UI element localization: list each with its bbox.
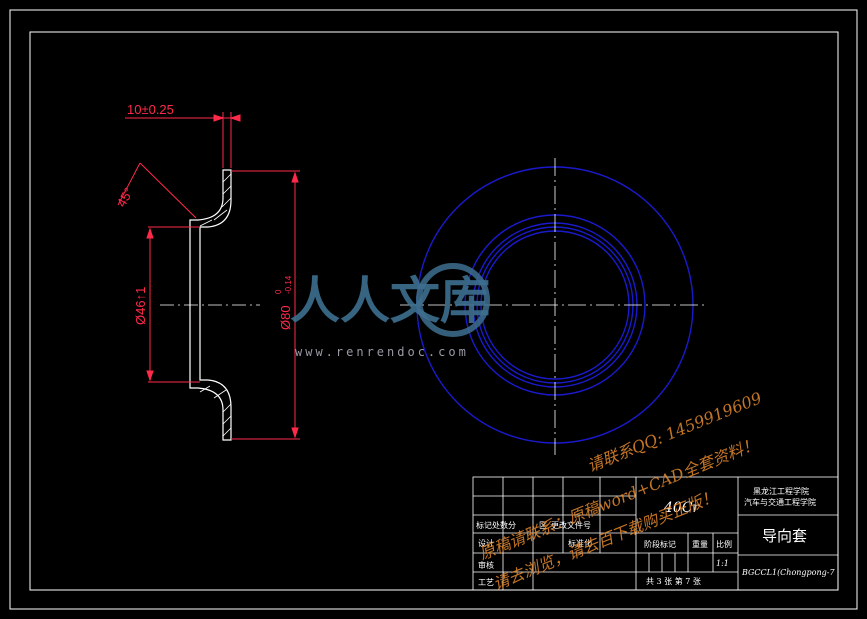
hatch-line xyxy=(213,209,228,221)
outer-border xyxy=(9,9,858,610)
section-view xyxy=(148,169,232,441)
arrow-head xyxy=(291,427,299,439)
side-view-centerlines xyxy=(400,158,708,455)
tb-zone-label: 区 xyxy=(539,521,547,530)
arrow-head xyxy=(146,227,154,239)
tb-standard-label: 标准化 xyxy=(568,538,592,548)
hatch-line xyxy=(222,185,232,195)
tb-file-label: 更改文件号 xyxy=(551,520,591,530)
hatch-line xyxy=(222,173,232,183)
outer-dia-dim-text: Ø80 xyxy=(278,305,293,330)
inner-dia-dim-text: Ø46↑1 xyxy=(133,287,148,325)
tb-scale-label: 比例 xyxy=(716,539,732,549)
dimension-lines xyxy=(117,112,300,440)
tb-design-label: 设计 xyxy=(478,538,494,548)
tb-process-label: 工艺 xyxy=(478,578,494,587)
outer-dia-tol-upper: 0 xyxy=(274,289,283,294)
chamfer-leader xyxy=(139,162,197,219)
title-block-frame xyxy=(472,476,839,591)
thickness-dim-text: 10±0.25 xyxy=(127,102,174,117)
hatch-line xyxy=(222,403,232,413)
tb-part-name: 导向套 xyxy=(762,527,807,545)
tb-school-line1: 黑龙江工程学院 xyxy=(753,486,809,496)
tb-scale-value: 1:1 xyxy=(716,559,729,568)
watermark-url: www.renrendoc.com xyxy=(295,345,469,359)
profile-outline xyxy=(189,169,232,441)
hatch-line xyxy=(222,427,232,437)
hatch-line xyxy=(199,385,211,393)
hatch-line xyxy=(199,219,213,227)
tb-mark-label: 标记处数分 xyxy=(476,520,516,530)
outer-dia-tol-lower: -0.14 xyxy=(284,275,293,294)
arrow-head xyxy=(146,370,154,382)
hatch-line xyxy=(222,415,232,425)
section-hatching xyxy=(199,173,232,437)
title-block xyxy=(472,476,839,591)
inner-border xyxy=(29,31,839,591)
watermark-logo-text: 人人文库 xyxy=(290,272,490,330)
sheet-frame xyxy=(9,9,858,610)
tb-sheet-info: 共 3 张 第 7 张 xyxy=(646,576,701,586)
hatch-line xyxy=(221,197,232,208)
watermark-logo: 人人文库 www.renrendoc.com xyxy=(290,263,490,359)
arrow-head xyxy=(291,171,299,183)
tb-school-line2: 汽车与交通工程学院 xyxy=(744,497,816,507)
tb-weight-label: 重量 xyxy=(692,539,708,549)
watermark-line-2: 请联系QQ: 1459919609 xyxy=(584,388,764,475)
arrow-head xyxy=(213,114,225,122)
arrow-head xyxy=(229,114,241,122)
tb-review-label: 审核 xyxy=(478,560,494,570)
watermark-circle xyxy=(416,263,490,337)
chamfer-dim-text: 45° xyxy=(114,185,137,210)
hatch-line xyxy=(213,389,227,399)
tb-stage-label: 阶段标记 xyxy=(644,539,676,549)
tb-drawing-no: BGCCL1(Chongpong-7 xyxy=(741,568,835,577)
chamfer-leader-2 xyxy=(117,162,141,206)
tb-material: 40Cr xyxy=(663,500,701,516)
